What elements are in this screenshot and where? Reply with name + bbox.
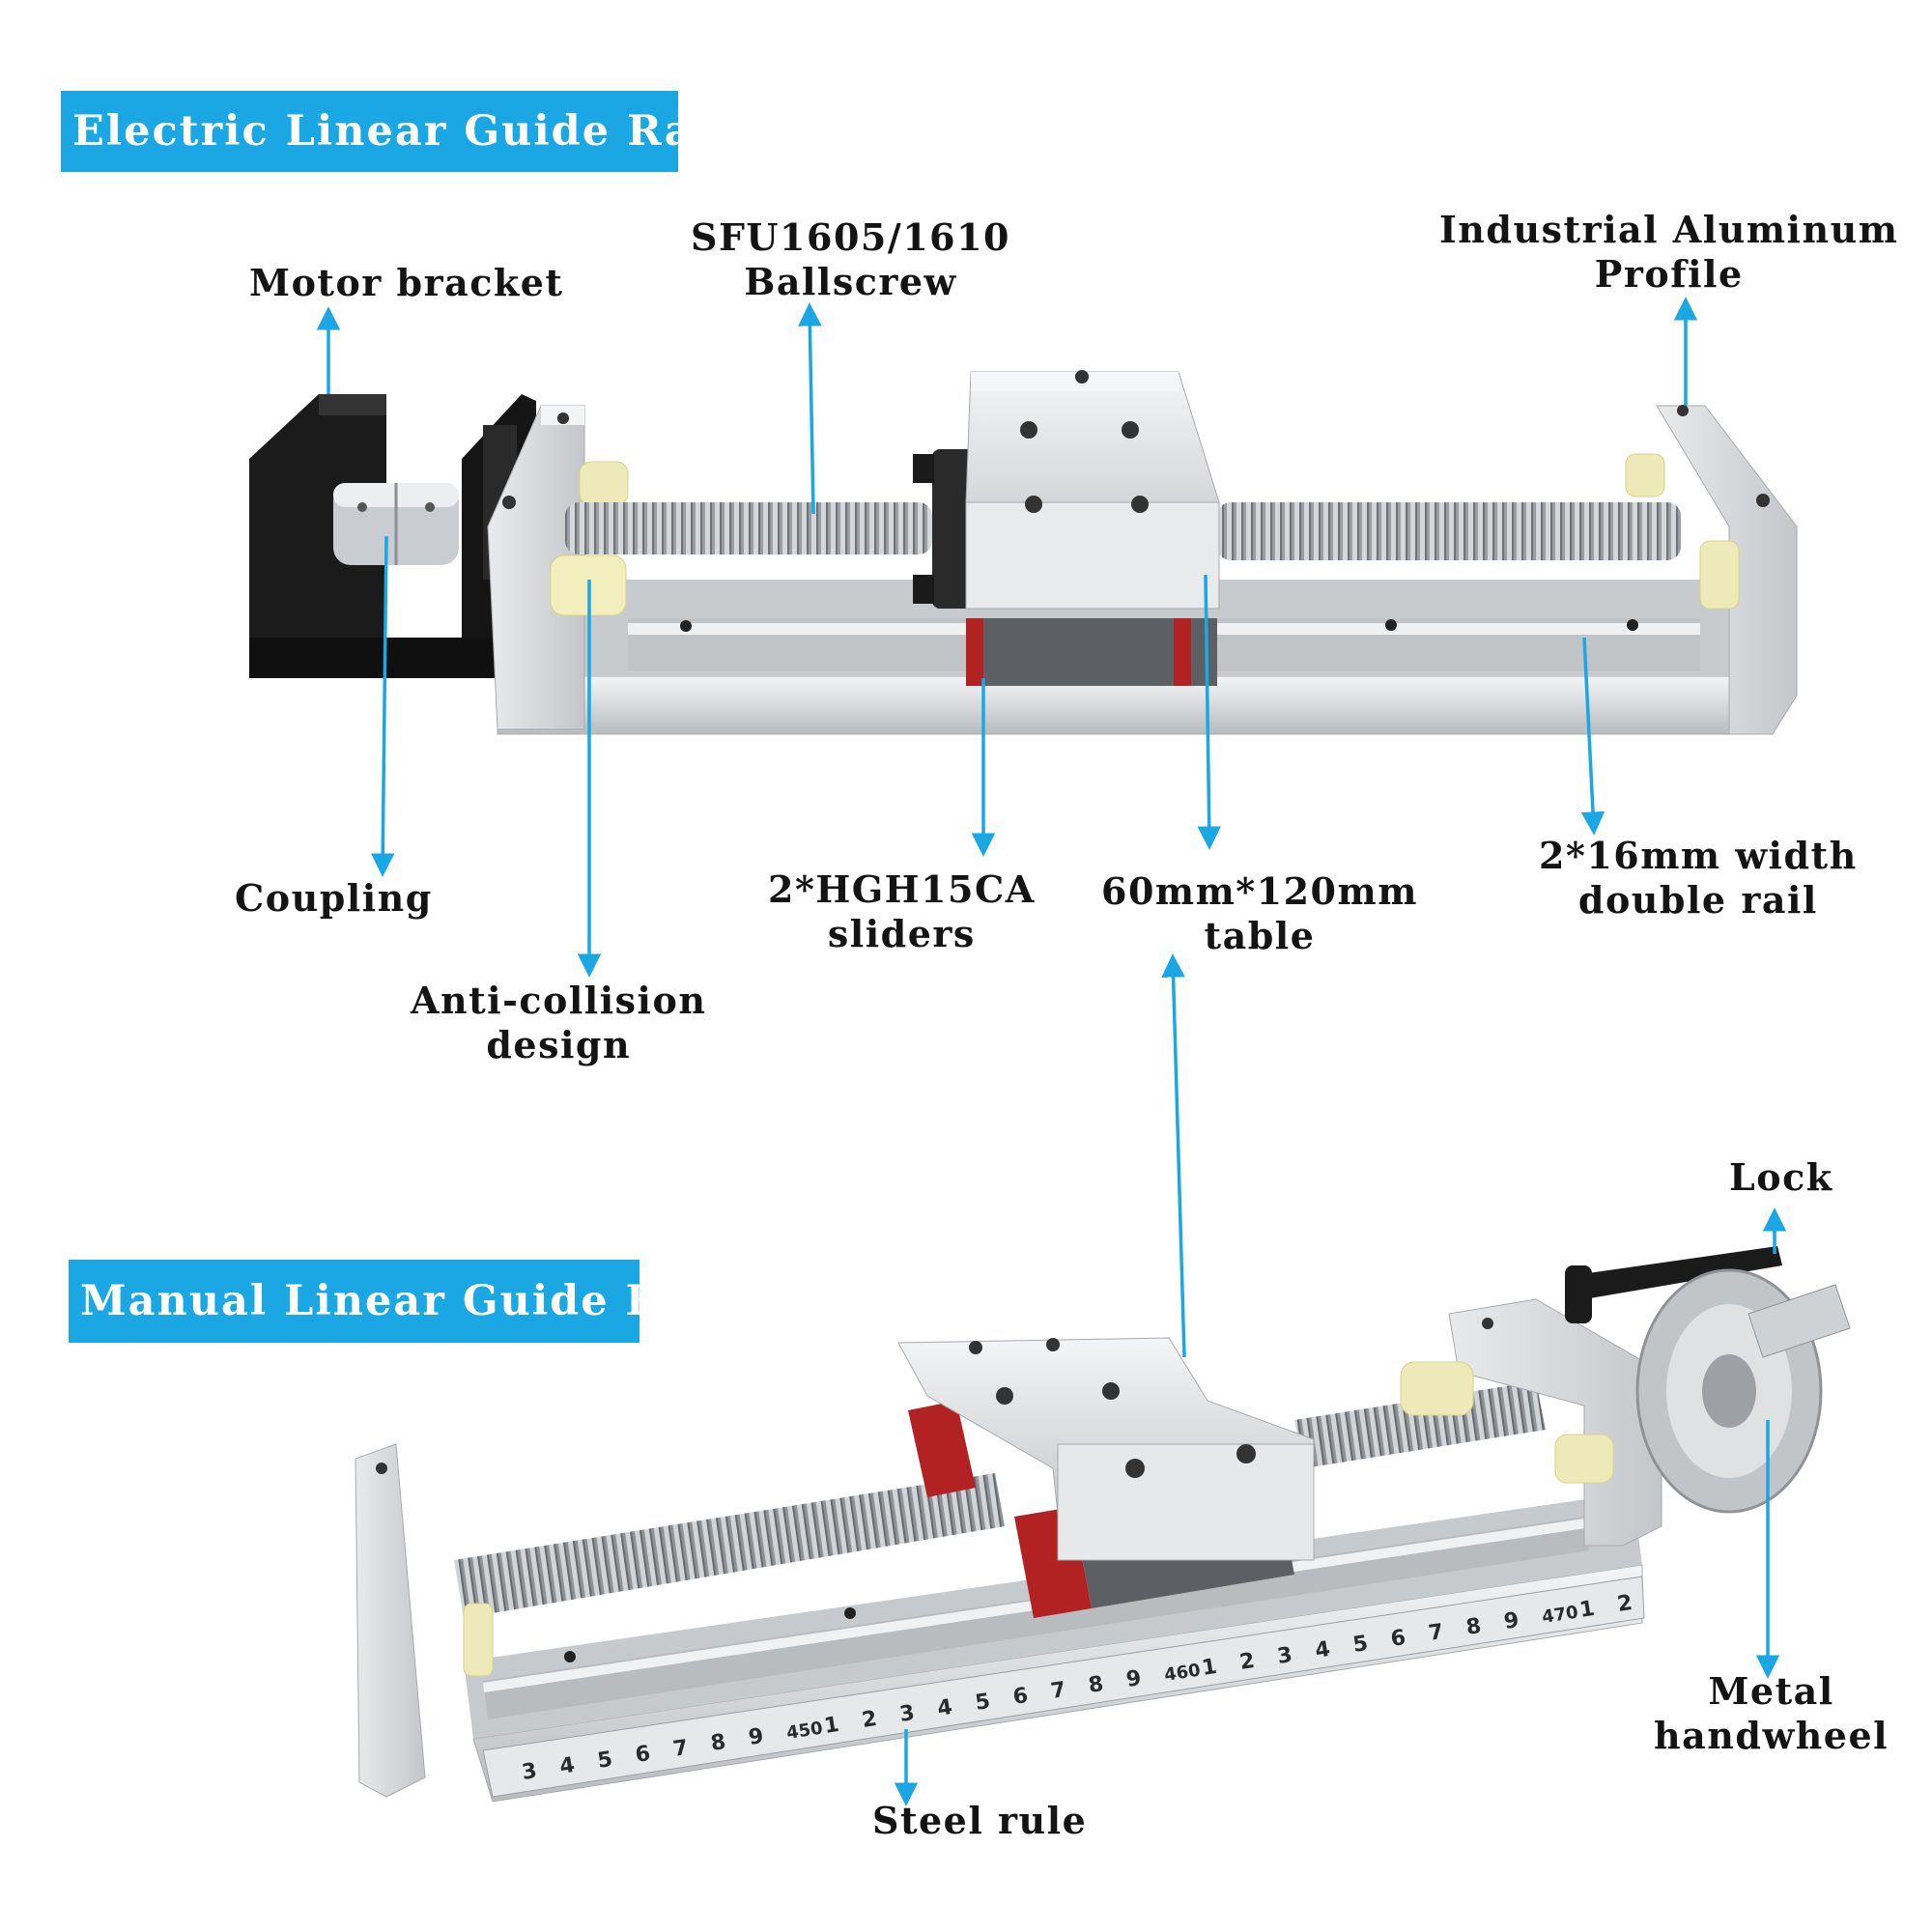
ruler-mark: 4: [936, 1695, 954, 1721]
ruler-mark: 3: [898, 1701, 917, 1727]
coupling: [333, 483, 459, 565]
ruler-mark: 5: [1351, 1632, 1370, 1658]
ruler-mark: 3: [1276, 1643, 1294, 1669]
label-ballscrew: SFU1605/1610 Ballscrew: [691, 215, 1010, 303]
ruler-mark: 4: [1314, 1637, 1332, 1663]
ruler-mark: 9: [1502, 1608, 1520, 1634]
label-coupling: Coupling: [235, 876, 433, 920]
ruler-mark: 5: [974, 1690, 992, 1716]
ruler-mark: 7: [1427, 1620, 1445, 1646]
ruler-mark: 7: [671, 1736, 690, 1762]
manual-table: [897, 1337, 1315, 1561]
table-manual-arrow: [1161, 953, 1186, 1358]
electric-section-title: Electric Linear Guide Rail: [61, 91, 726, 172]
label-anti-collision: Anti-collision design: [411, 979, 707, 1066]
ruler-mark: 7: [1049, 1678, 1067, 1704]
electric-table: [965, 370, 1220, 610]
ruler-mark: 2: [1238, 1649, 1257, 1675]
label-sliders: 2*HGH15CA sliders: [768, 867, 1036, 955]
ruler-mark: 8: [1464, 1614, 1483, 1640]
ruler-mark: 1: [822, 1713, 840, 1739]
ruler-mark: 6: [1389, 1626, 1407, 1652]
ruler-mark: 2: [861, 1707, 879, 1733]
label-motor-bracket: Motor bracket: [249, 261, 564, 304]
label-handwheel: Metal handwheel: [1654, 1669, 1889, 1757]
ruler-mark: 5: [596, 1747, 614, 1774]
coupling-arrow: [370, 535, 395, 877]
double-rail-arrow: [1580, 637, 1605, 836]
ruler-mark: 8: [709, 1730, 727, 1756]
ruler-mark: 9: [1124, 1666, 1143, 1692]
ruler-mark: 1: [1200, 1655, 1218, 1681]
ballscrew-arrow: [798, 302, 822, 515]
ruler-mark: 8: [1087, 1672, 1105, 1698]
motor-bracket: [249, 394, 539, 678]
steel-rule: [482, 1576, 1645, 1798]
ruler-mark: 3: [521, 1759, 539, 1785]
manual-rail-illustration: [355, 1246, 1851, 1803]
label-aluminum-profile: Industrial Aluminum Profile: [1439, 208, 1899, 296]
lock-lever: [1565, 1246, 1782, 1323]
electric-sliders: [966, 618, 1217, 686]
label-table: 60mm*120mm table: [1101, 869, 1418, 957]
ruler-mark: 6: [1011, 1684, 1030, 1710]
table-electric-arrow: [1197, 574, 1221, 850]
ruler-mark: 9: [747, 1724, 765, 1750]
ruler-mark: 2: [1616, 1591, 1634, 1617]
ruler-mark: 6: [634, 1742, 652, 1768]
label-steel-rule: Steel rule: [872, 1799, 1088, 1842]
electric-rail-illustration: [249, 370, 1798, 735]
label-lock: Lock: [1729, 1155, 1833, 1199]
manual-section-title: Manual Linear Guide Rail: [69, 1260, 725, 1343]
label-double-rail: 2*16mm width double rail: [1539, 834, 1858, 922]
ruler-mark: 4: [558, 1753, 577, 1779]
ruler-mark: 1: [1577, 1597, 1596, 1623]
callout-arrows: [316, 297, 1787, 1806]
metal-handwheel: [1635, 1268, 1851, 1514]
